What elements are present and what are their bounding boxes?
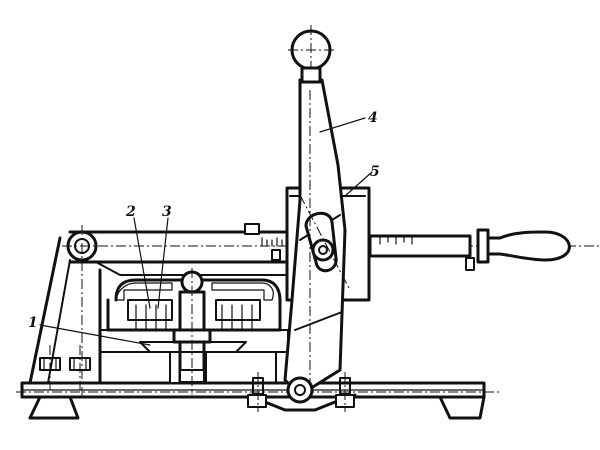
base-bolts bbox=[39, 345, 91, 390]
callout-1: 1 bbox=[28, 315, 38, 331]
ball-knob bbox=[288, 25, 334, 84]
callout-4: 4 bbox=[368, 110, 378, 126]
lower-pivot bbox=[247, 372, 357, 412]
scale-ticks bbox=[261, 237, 283, 247]
callout-5: 5 bbox=[370, 164, 380, 180]
left-frame bbox=[28, 225, 102, 400]
right-rod bbox=[368, 228, 571, 271]
lever bbox=[283, 78, 351, 397]
rod-scale-ticks bbox=[379, 235, 413, 245]
horizontal-beam bbox=[62, 223, 600, 276]
callout-2: 2 bbox=[125, 204, 136, 220]
central-spindle bbox=[139, 268, 247, 395]
callout-3: 3 bbox=[162, 204, 172, 220]
leader-lines bbox=[39, 117, 373, 346]
